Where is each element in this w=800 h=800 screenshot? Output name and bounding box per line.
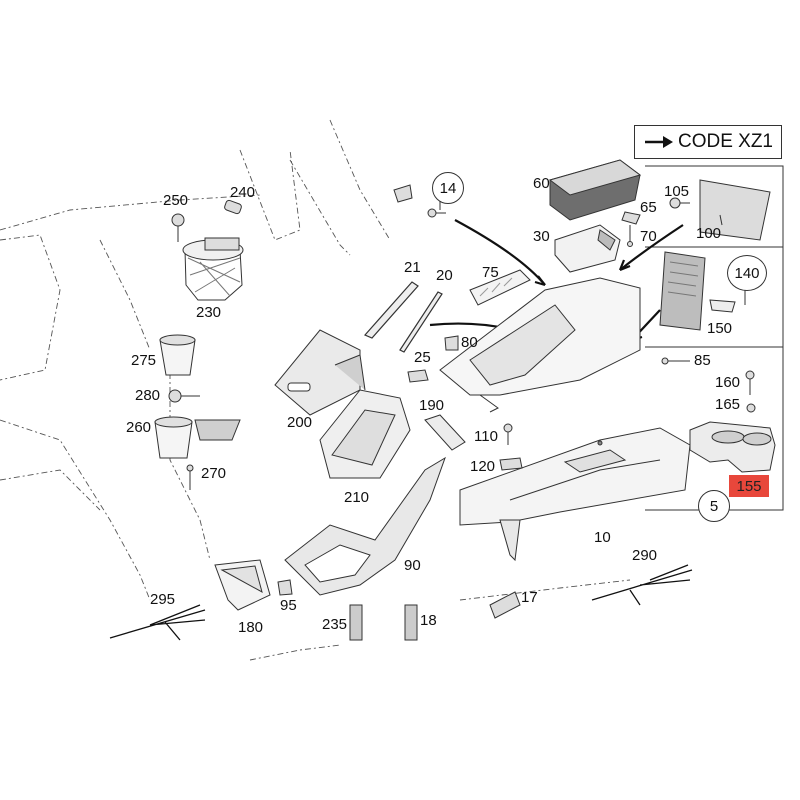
callout-85: 85 (694, 352, 711, 369)
vehicle-outline (0, 119, 631, 661)
rods-20-21 (363, 281, 443, 353)
callout-190: 190 (419, 397, 445, 414)
strip-190 (424, 414, 466, 451)
callout-210: 210 (344, 489, 370, 506)
code-label: CODE XZ1 (677, 131, 773, 152)
panel-140 (659, 251, 736, 331)
cup-275 (159, 334, 196, 376)
callout-65: 65 (640, 199, 657, 216)
callout-5: 5 (698, 490, 730, 522)
callout-60: 60 (533, 175, 550, 192)
callout-18: 18 (420, 612, 437, 629)
callout-230: 230 (196, 304, 222, 321)
wiring-295 (109, 604, 206, 641)
tray-30 (554, 224, 621, 273)
center-console (459, 427, 691, 562)
callout-95: 95 (280, 597, 297, 614)
callout-290: 290 (632, 547, 658, 564)
callout-10: 10 (594, 529, 611, 546)
part-155-cupholder (689, 421, 776, 473)
wiring-290 (591, 564, 693, 606)
strip-75 (469, 269, 531, 306)
callout-140: 140 (727, 255, 767, 291)
code-xz1-box: CODE XZ1 (634, 125, 782, 159)
small-hardware (168, 184, 756, 641)
cover-200 (274, 329, 366, 416)
trim-90 (284, 456, 446, 596)
callout-275: 275 (131, 352, 157, 369)
arrow-right-icon (645, 136, 673, 148)
callout-180: 180 (238, 619, 264, 636)
callout-155-highlight: 155 (729, 475, 769, 497)
callout-14: 14 (432, 172, 464, 204)
rear-console-frame (439, 277, 641, 413)
callout-30: 30 (533, 228, 550, 245)
panel-100 (699, 179, 771, 241)
callout-160: 160 (715, 374, 741, 391)
callout-165: 165 (715, 396, 741, 413)
callout-70: 70 (640, 228, 657, 245)
callout-280: 280 (135, 387, 161, 404)
callout-260: 260 (126, 419, 152, 436)
callout-110: 110 (474, 428, 498, 445)
cup-260 (154, 416, 241, 459)
box-210 (319, 389, 411, 479)
callout-80: 80 (461, 334, 478, 351)
cupholder-230 (182, 237, 244, 301)
callout-240: 240 (230, 184, 256, 201)
callout-120: 120 (470, 458, 496, 475)
callout-17: 17 (521, 589, 538, 606)
callout-270: 270 (201, 465, 227, 482)
callout-105: 105 (664, 183, 690, 200)
callout-21: 21 (404, 259, 421, 276)
callout-250: 250 (163, 192, 189, 209)
armrest-60 (548, 159, 642, 221)
callout-150: 150 (707, 320, 733, 337)
callout-90: 90 (404, 557, 421, 574)
callout-295: 295 (150, 591, 176, 608)
callout-75: 75 (482, 264, 499, 281)
callout-20: 20 (436, 267, 453, 284)
tray-180 (214, 559, 271, 611)
callout-235: 235 (322, 616, 348, 633)
callout-200: 200 (287, 414, 313, 431)
callout-25: 25 (414, 349, 431, 366)
callout-100: 100 (696, 225, 722, 242)
